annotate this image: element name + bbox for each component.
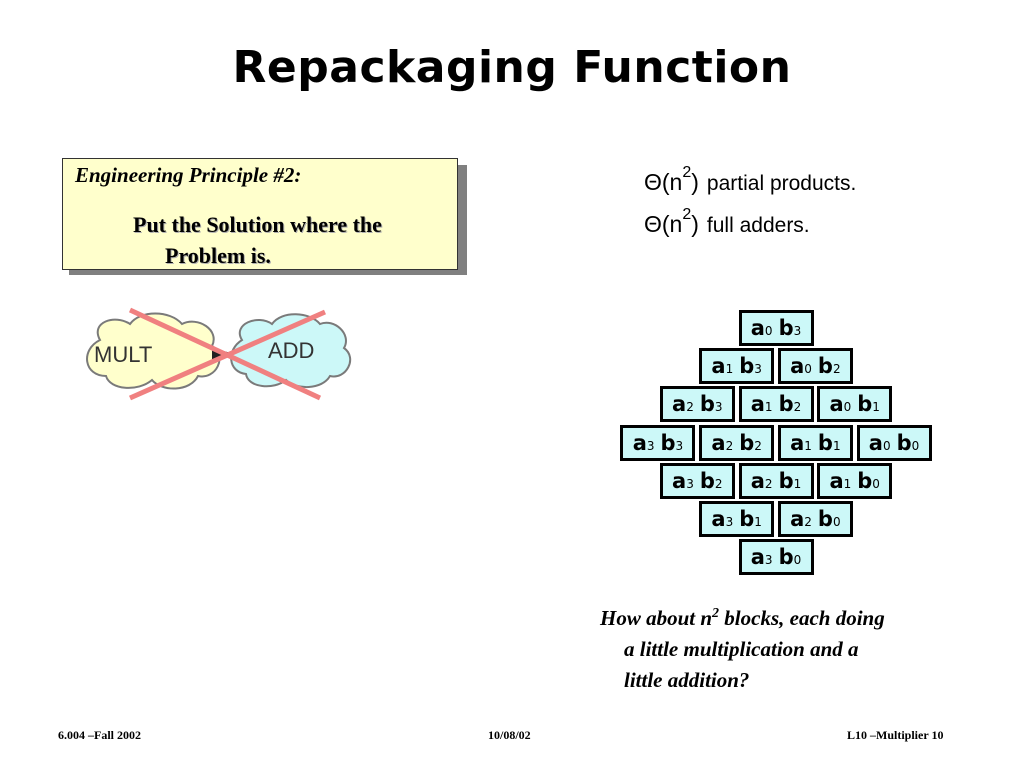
footer-course: 6.004 –Fall 2002	[58, 728, 141, 742]
principle-line-1: Put the Solution where the	[133, 212, 382, 237]
question-line-2: a little multiplication and a	[624, 637, 859, 661]
mult-cloud: MULT	[86, 312, 221, 390]
slide-title: Repackaging Function	[232, 42, 792, 93]
principle-box: Engineering Principle #2: Put the Soluti…	[62, 158, 458, 270]
theta-expression: Θ(n2)	[644, 164, 699, 195]
theta-expression: Θ(n2)	[644, 206, 699, 237]
complexity-partial-products: Θ(n2) partial products.	[644, 164, 857, 202]
footer-slide-number: L10 –Multiplier 10	[847, 728, 944, 742]
complexity-label: partial products.	[706, 171, 857, 195]
principle-line-2: Problem is.	[165, 243, 271, 268]
complexity-full-adders: Θ(n2) full adders.	[644, 206, 810, 244]
footer-date: 10/08/02	[488, 728, 531, 742]
principle-heading: Engineering Principle #2:	[75, 163, 302, 187]
principle-body: Put the Solution where the Problem is.	[133, 209, 443, 271]
mult-add-diagram: MULT ADD	[86, 307, 351, 401]
cross-out	[128, 307, 327, 401]
mult-label: MULT	[94, 342, 152, 367]
add-label: ADD	[268, 338, 314, 363]
question-line-3: little addition?	[624, 668, 750, 692]
question-text: How about n2 blocks, each doing a little…	[600, 598, 980, 696]
complexity-label: full adders.	[706, 213, 810, 237]
